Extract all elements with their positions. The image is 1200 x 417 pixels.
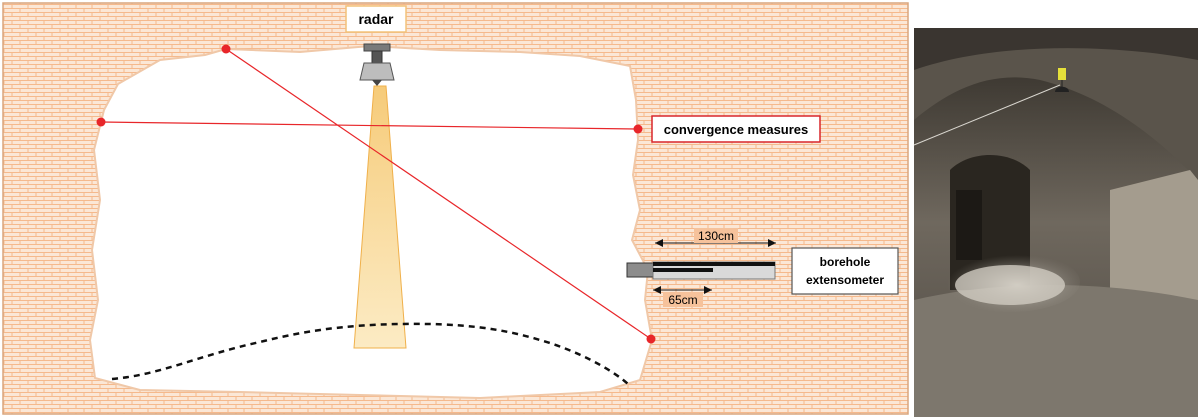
floor-profile-dashed-line bbox=[111, 322, 629, 385]
borehole-label-line1: borehole bbox=[820, 255, 871, 269]
dimension-65cm: 65cm bbox=[653, 286, 712, 307]
radar-label: radar bbox=[345, 5, 407, 33]
convergence-label-text: convergence measures bbox=[664, 122, 809, 137]
convergence-line-diagonal bbox=[225, 48, 652, 340]
radar-device-icon bbox=[359, 43, 395, 86]
convergence-point bbox=[633, 124, 643, 134]
borehole-extensometer-icon bbox=[626, 261, 776, 280]
tunnel-photo bbox=[913, 28, 1198, 417]
convergence-line-horizontal bbox=[100, 121, 639, 130]
convergence-label: convergence measures bbox=[651, 115, 821, 143]
convergence-point bbox=[646, 334, 656, 344]
dimension-130cm: 130cm bbox=[655, 228, 776, 247]
borehole-label-line2: extensometer bbox=[806, 273, 884, 287]
convergence-point bbox=[221, 44, 231, 54]
dimension-130cm-label: 130cm bbox=[698, 229, 734, 243]
borehole-label: borehole extensometer bbox=[791, 247, 899, 295]
radar-label-text: radar bbox=[358, 11, 394, 27]
radar-beam bbox=[353, 85, 407, 349]
convergence-point bbox=[96, 117, 106, 127]
dimension-65cm-label: 65cm bbox=[668, 293, 697, 307]
